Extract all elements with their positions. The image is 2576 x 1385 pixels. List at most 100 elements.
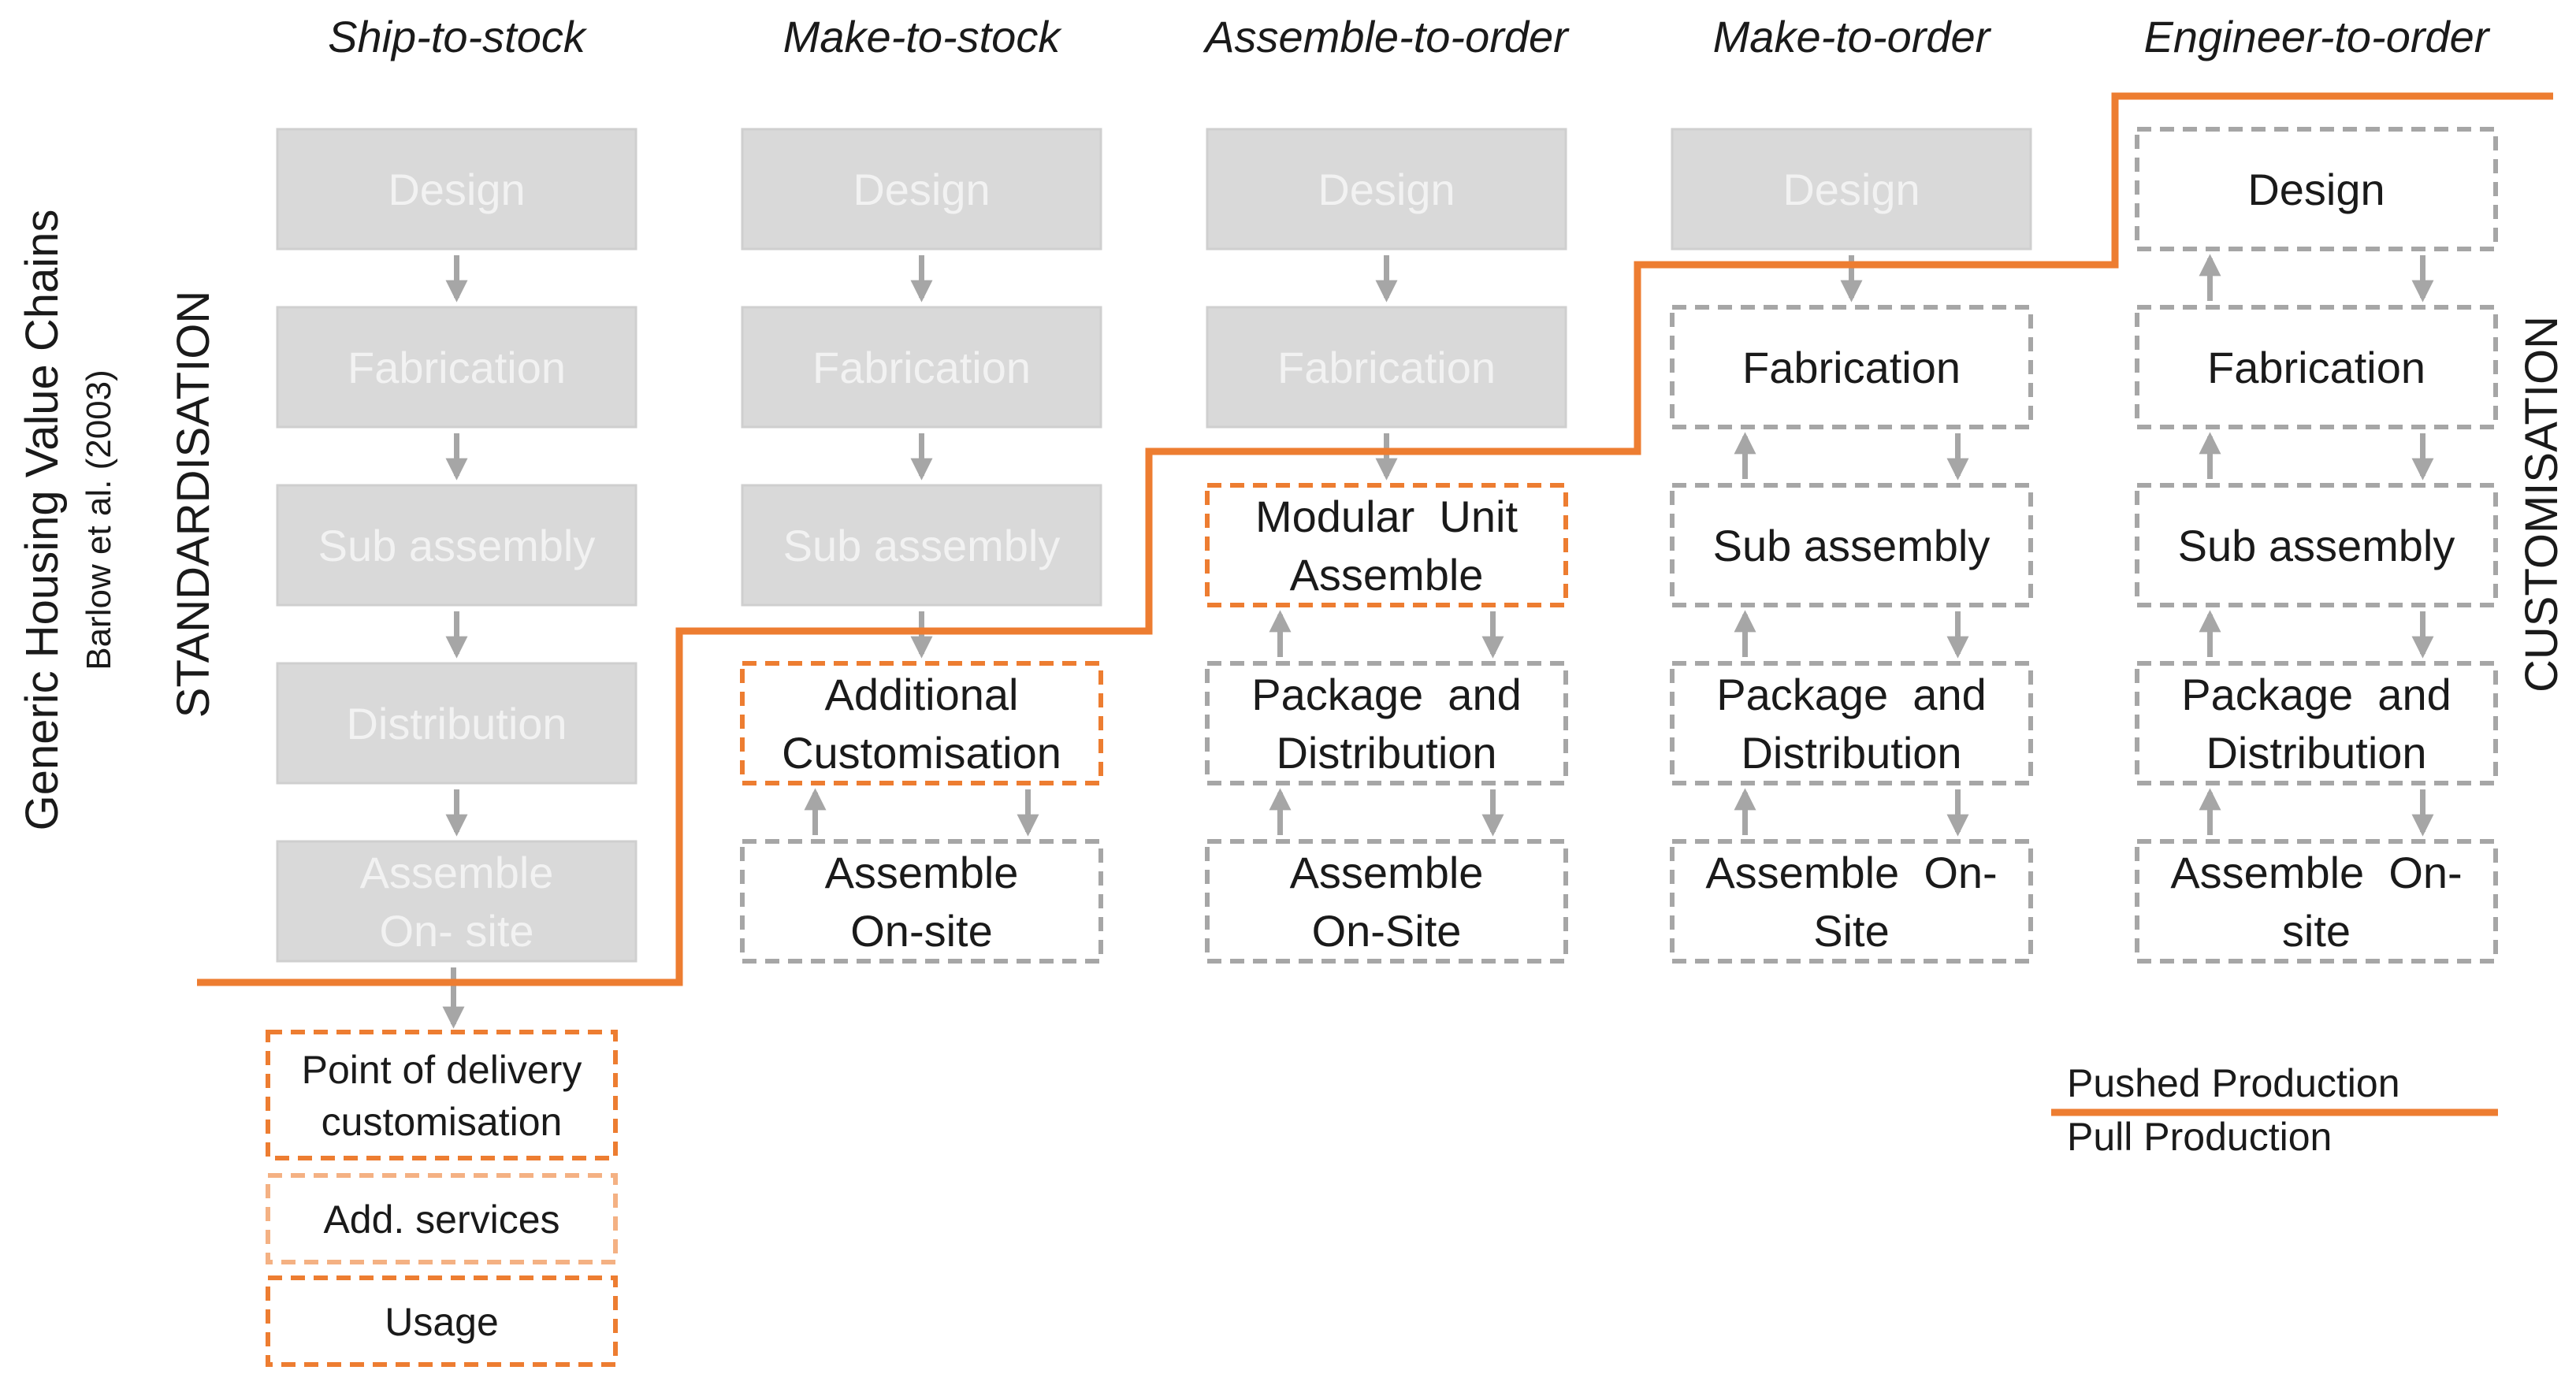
standardisation-label: STANDARDISATION [168,291,219,718]
engineer-to-order-step-1: Design [2135,127,2498,251]
engineer-to-order-step-5-label-line-2: site [2282,906,2351,956]
assemble-to-order-step-3-label-line-2: Assemble [1290,550,1484,600]
engineer-to-order-step-3-label-line-1: Sub assembly [2178,521,2455,570]
assemble-to-order-step-3-label-line-1: Modular Unit [1255,492,1518,541]
ship-to-stock-step-3: Sub assembly [276,484,637,607]
citation-label: Barlow et al. (2003) [80,369,118,670]
engineer-to-order-step-3-frame [2135,483,2498,607]
make-to-stock-step-3: Sub assembly [741,484,1102,607]
legend-pushed-production: Pushed Production [2067,1061,2400,1105]
make-to-stock-step-3-frame [741,484,1102,607]
assemble-to-order-step-2-frame [1206,306,1567,429]
ship-to-stock-step-5-frame [276,840,637,963]
engineer-to-order-step-5-frame [2135,839,2498,964]
make-to-order-step-2-label-line-1: Fabrication [1742,343,1961,392]
make-to-stock-step-5-frame [740,839,1103,964]
ship-to-stock-step-2-frame [276,306,637,429]
make-to-stock-step-1-label-line-1: Design [853,165,990,214]
make-to-stock-step-4-label-line-2: Customisation [782,728,1061,778]
engineer-to-order-step-5: Assemble On-site [2135,839,2498,964]
assemble-to-order-step-1: Design [1206,128,1567,251]
make-to-order-step-3: Sub assembly [1670,483,2033,607]
make-to-order-step-5: Assemble On- Site [1670,839,2033,964]
engineer-to-order-step-1-frame [2135,127,2498,251]
ship-to-stock-extra-2-frame [266,1173,618,1264]
make-to-stock-step-4-frame [740,661,1103,785]
column-header-make-to-stock: Make-to-stock [783,12,1063,61]
engineer-to-order-step-5-label-line-1: Assemble On- [2170,848,2462,897]
assemble-to-order-step-4-label-line-1: Package and [1251,670,1521,719]
ship-to-stock-extra-1-label-line-2: customisation [322,1100,563,1144]
ship-to-stock-step-5-label-line-2: On- site [379,906,533,956]
ship-to-stock-step-4: Distribution [276,662,637,785]
make-to-order-step-5-label-line-1: Assemble On- [1705,848,1997,897]
ship-to-stock-extra-2: Add. services [266,1173,618,1264]
make-to-order-step-1-label-line-1: Design [1782,165,1920,214]
ship-to-stock-step-3-frame [276,484,637,607]
assemble-to-order-step-5-label-line-1: Assemble [1290,848,1484,897]
make-to-order-step-1-frame [1671,128,2032,251]
assemble-to-order-step-4-frame [1205,661,1568,785]
legend-pull-production: Pull Production [2067,1115,2332,1159]
assemble-to-order-step-2-label-line-1: Fabrication [1277,343,1496,392]
make-to-stock-step-2-frame [741,306,1102,429]
assemble-to-order-step-2: Fabrication [1206,306,1567,429]
make-to-order-step-5-label-line-2: Site [1813,906,1890,956]
customisation-label: CUSTOMISATION [2516,316,2567,692]
ship-to-stock-extra-1-label-line-1: Point of delivery [302,1048,582,1092]
ship-to-stock-step-4-label-line-1: Distribution [346,699,567,748]
engineer-to-order-step-2-label-line-1: Fabrication [2207,343,2425,392]
engineer-to-order-step-3: Sub assembly [2135,483,2498,607]
ship-to-stock-step-1-label-line-1: Design [388,165,525,214]
assemble-to-order-step-5-label-line-2: On-Site [1312,906,1462,956]
assemble-to-order-step-5-frame [1205,839,1568,964]
assemble-to-order-step-1-label-line-1: Design [1318,165,1455,214]
make-to-stock-step-5-label-line-2: On-site [850,906,993,956]
make-to-order-step-4-frame [1670,661,2033,785]
make-to-order-step-3-frame [1670,483,2033,607]
make-to-order-step-4-label-line-2: Distribution [1741,728,1961,778]
engineer-to-order-step-4-label-line-1: Package and [2181,670,2451,719]
assemble-to-order-step-3-frame [1205,483,1568,607]
assemble-to-order-step-1-frame [1206,128,1567,251]
ship-to-stock-step-1: Design [276,128,637,251]
ship-to-stock-step-2-label-line-1: Fabrication [348,343,566,392]
make-to-stock-step-2: Fabrication [741,306,1102,429]
generic-housing-title: Generic Housing Value Chains [17,210,68,831]
ship-to-stock-extra-3-label-line-1: Usage [385,1300,499,1344]
engineer-to-order-step-4-frame [2135,661,2498,785]
ship-to-stock-extra-2-label-line-1: Add. services [323,1197,559,1242]
assemble-to-order-step-4-label-line-2: Distribution [1276,728,1496,778]
ship-to-stock-extra-1: Point of delivery customisation [266,1030,618,1160]
engineer-to-order-step-1-label-line-1: Design [2247,165,2385,214]
make-to-order-step-1: Design [1671,128,2032,251]
make-to-stock-step-3-label-line-1: Sub assembly [783,521,1061,570]
make-to-stock-step-5-label-line-1: Assemble [825,848,1019,897]
column-header-make-to-order: Make-to-order [1713,12,1992,61]
ship-to-stock-step-1-frame [276,128,637,251]
make-to-order-step-3-label-line-1: Sub assembly [1713,521,1991,570]
engineer-to-order-step-2-frame [2135,305,2498,429]
ship-to-stock-step-5-label-line-1: Assemble [360,848,554,897]
make-to-stock-step-2-label-line-1: Fabrication [812,343,1031,392]
column-header-engineer-to-order: Engineer-to-order [2144,12,2491,61]
ship-to-stock-extra-3-frame [266,1275,618,1367]
make-to-order-step-2: Fabrication [1670,305,2033,429]
push-pull-boundary-line [197,92,2553,986]
ship-to-stock-step-3-label-line-1: Sub assembly [318,521,596,570]
make-to-stock-step-1: Design [741,128,1102,251]
ship-to-stock-step-2: Fabrication [276,306,637,429]
make-to-order-step-5-frame [1670,839,2033,964]
column-header-assemble-to-order: Assemble-to-order [1203,12,1570,61]
ship-to-stock-extra-3: Usage [266,1275,618,1367]
ship-to-stock-step-4-frame [276,662,637,785]
